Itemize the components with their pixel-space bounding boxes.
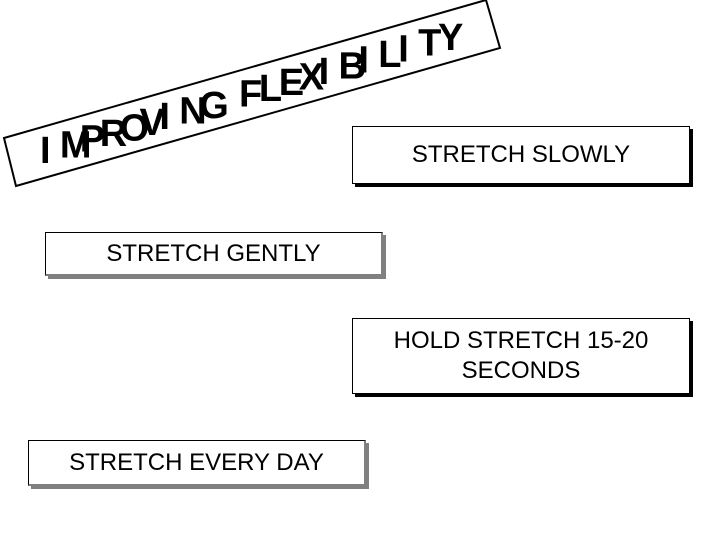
title-letter: X [299,57,325,99]
title-letter: O [120,107,150,149]
title-letter: L [378,34,401,76]
stretch-gently-label: STRETCH GENTLY [106,239,321,267]
title-letter: B [339,45,366,87]
title-letter: I [319,51,330,93]
hold-stretch-label-line1: HOLD STRETCH 15-20 [393,327,649,354]
title-letter: F [239,74,262,116]
title-letter: I [358,40,369,82]
title-letter: T [418,23,441,65]
title-letter: I [398,28,409,70]
stretch-slowly-label: STRETCH SLOWLY [411,141,631,168]
title-letter: P [80,119,105,161]
title-letter: I [159,96,170,138]
title-letter: I [40,130,51,172]
hold-stretch-label-line2: SECONDS [461,357,581,384]
title-banner-frame [2,0,502,188]
title-letter: M [60,124,92,166]
stretch-every-day-label: STRETCH EVERY DAY [69,448,324,476]
title-letter: G [199,85,229,127]
title-letter: V [140,102,166,144]
title-letter: R [100,113,127,155]
stretch-every-day-box: STRETCH EVERY DAY [28,440,366,486]
title-letter: Y [438,17,463,59]
title-letter: L [259,68,282,110]
title-letter: E [279,62,304,104]
stretch-slowly-box: STRETCH SLOWLY [352,126,690,184]
stretch-gently-box: STRETCH GENTLY [45,232,383,276]
hold-stretch-box: HOLD STRETCH 15-20 SECONDS [352,318,690,394]
title-letter: N [179,91,206,133]
